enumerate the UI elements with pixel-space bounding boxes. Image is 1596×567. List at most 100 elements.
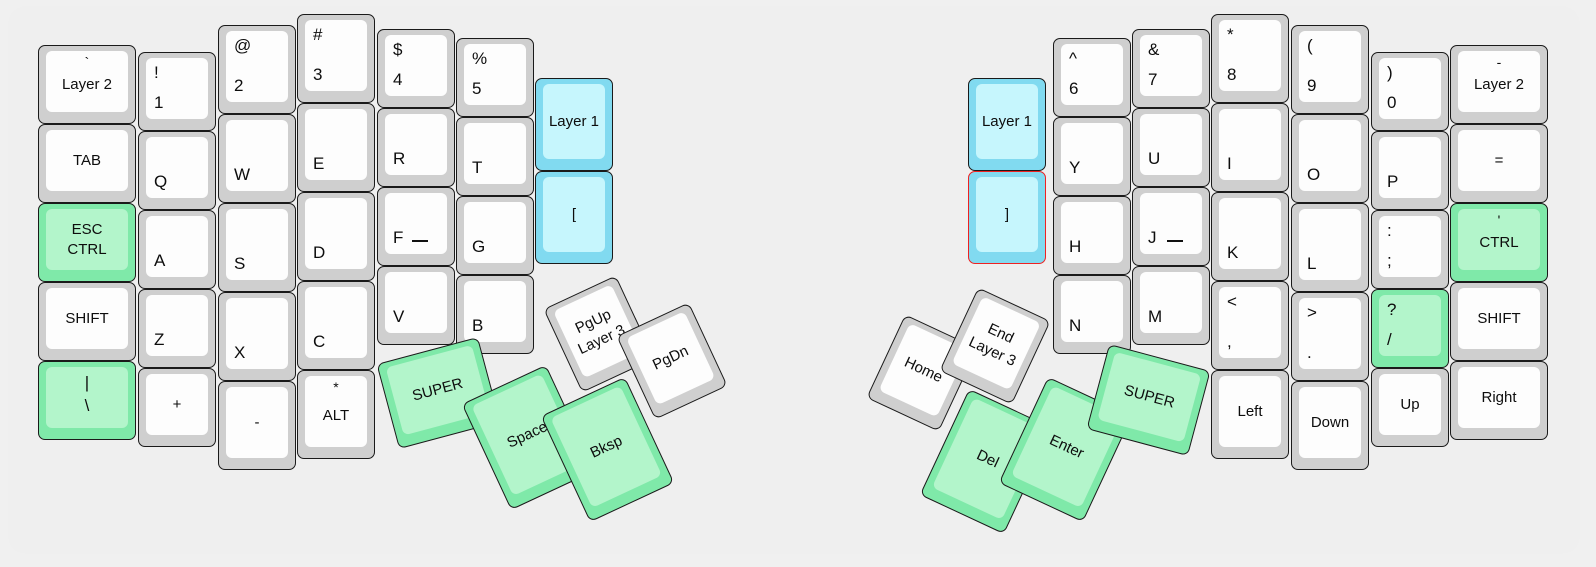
key-r-c6-r2[interactable]: P: [1371, 131, 1449, 210]
key-base-legend: L: [1307, 254, 1317, 274]
key-main-legend: Right: [1481, 388, 1517, 406]
key-base-legend: 9: [1307, 76, 1317, 96]
key-r-c7-r1[interactable]: -Layer 2: [1450, 45, 1548, 124]
key-l-c6-r3[interactable]: G: [456, 196, 534, 275]
keycap: *8: [1219, 20, 1281, 91]
key-r-c5-r3[interactable]: L: [1291, 203, 1369, 292]
key-l-c4-r4[interactable]: C: [297, 281, 375, 370]
key-l-c5-r2[interactable]: R: [377, 108, 455, 187]
keycap: I: [1219, 109, 1281, 180]
key-r-c2-r3[interactable]: H: [1053, 196, 1131, 275]
key-r-c2-r2[interactable]: Y: [1053, 117, 1131, 196]
key-base-legend: A: [154, 251, 166, 271]
key-l-c6-r2[interactable]: T: [456, 117, 534, 196]
key-r-c2-r4[interactable]: N: [1053, 275, 1131, 354]
key-r-c3-r3[interactable]: J: [1132, 187, 1210, 266]
key-l-c3-r2[interactable]: W: [218, 114, 296, 203]
keycap: $4: [385, 35, 447, 96]
key-main-legend: TAB: [72, 151, 102, 169]
key-l-c4-r2[interactable]: E: [297, 103, 375, 192]
key-l-c5-r4[interactable]: V: [377, 266, 455, 345]
key-l-c6-r4[interactable]: B: [456, 275, 534, 354]
key-l-c2-r2[interactable]: Q: [138, 131, 216, 210]
key-r-c3-r4[interactable]: M: [1132, 266, 1210, 345]
key-mark-legend: *: [333, 379, 339, 395]
key-r-c4-r5[interactable]: Left: [1211, 370, 1289, 459]
key-base-legend: 0: [1387, 93, 1397, 113]
key-l-c2-r4[interactable]: Z: [138, 289, 216, 368]
key-r-c5-r1[interactable]: (9: [1291, 25, 1369, 114]
keycap: * ALT: [305, 376, 367, 447]
key-l-c3-r1[interactable]: @2: [218, 25, 296, 114]
keycap: H: [1061, 202, 1123, 263]
key-r-c5-r2[interactable]: O: [1291, 114, 1369, 203]
key-main-legend: SHIFT: [1477, 309, 1521, 327]
key-r-c5-r5[interactable]: Down: [1291, 381, 1369, 470]
key-l-c7-r1[interactable]: Layer 1: [535, 78, 613, 171]
key-r-c3-r2[interactable]: U: [1132, 108, 1210, 187]
key-base-legend: .: [1307, 343, 1312, 363]
key-r-c1-r1[interactable]: Layer 1: [968, 78, 1046, 171]
key-l-c6-r1[interactable]: %5: [456, 38, 534, 117]
key-r-c4-r2[interactable]: I: [1211, 103, 1289, 192]
key-l-c1-r3[interactable]: ESC CTRL: [38, 203, 136, 282]
keycap: L: [1299, 209, 1361, 280]
key-l-c1-r2[interactable]: TAB: [38, 124, 136, 203]
key-l-c4-r1[interactable]: #3: [297, 14, 375, 103]
key-r-c4-r1[interactable]: *8: [1211, 14, 1289, 103]
key-base-legend: ;: [1387, 251, 1392, 271]
key-r-c1-r2[interactable]: ]: [968, 171, 1046, 264]
key-l-c2-r3[interactable]: A: [138, 210, 216, 289]
key-l-c2-r5[interactable]: +: [138, 368, 216, 447]
key-r-c6-r4[interactable]: ?/: [1371, 289, 1449, 368]
keycap: ^6: [1061, 44, 1123, 105]
keycap: K: [1219, 198, 1281, 269]
key-r-c7-r4[interactable]: SHIFT: [1450, 282, 1548, 361]
keycap: W: [226, 120, 288, 191]
key-r-c6-r3[interactable]: :;: [1371, 210, 1449, 289]
key-r-c5-r4[interactable]: >.: [1291, 292, 1369, 381]
key-l-c1-r1[interactable]: `Layer 2: [38, 45, 136, 124]
key-r-c7-r5[interactable]: Right: [1450, 361, 1548, 440]
key-base-legend: W: [234, 165, 251, 185]
key-shift-legend: @: [234, 36, 252, 55]
key-l-c1-r4[interactable]: SHIFT: [38, 282, 136, 361]
keycap: X: [226, 298, 288, 369]
key-r-c6-r5[interactable]: Up: [1371, 368, 1449, 447]
key-r-c7-r3[interactable]: 'CTRL: [1450, 203, 1548, 282]
key-r-c4-r4[interactable]: <,: [1211, 281, 1289, 370]
keycap: B: [464, 281, 526, 342]
key-l-c5-r3[interactable]: F: [377, 187, 455, 266]
keycap: N: [1061, 281, 1123, 342]
key-l-c2-r1[interactable]: !1: [138, 52, 216, 131]
keycap: <,: [1219, 287, 1281, 358]
key-l-c5-r1[interactable]: $4: [377, 29, 455, 108]
keycap: (9: [1299, 31, 1361, 102]
key-l-c1-r5[interactable]: |\: [38, 361, 136, 440]
key-main-legend: ALT: [322, 406, 350, 424]
key-r-c2-r1[interactable]: ^6: [1053, 38, 1131, 117]
key-r-c3-r1[interactable]: &7: [1132, 29, 1210, 108]
keycap: &7: [1140, 35, 1202, 96]
key-l-c7-r2[interactable]: [: [535, 171, 613, 264]
key-main-legend: ]: [1004, 205, 1010, 223]
keycap: !1: [146, 58, 208, 119]
key-l-c4-r3[interactable]: D: [297, 192, 375, 281]
key-shift-legend: &: [1148, 40, 1160, 59]
keycap: |\: [46, 367, 128, 428]
keycap: @2: [226, 31, 288, 102]
keycap: Down: [1299, 387, 1361, 458]
keycap: SUPER: [1097, 351, 1202, 443]
key-base-legend: ,: [1227, 332, 1232, 352]
key-r-c4-r3[interactable]: K: [1211, 192, 1289, 281]
key-l-c3-r5[interactable]: -: [218, 381, 296, 470]
key-main-legend: Layer 1: [548, 112, 600, 130]
key-base-legend: D: [313, 243, 326, 263]
key-r-c7-r2[interactable]: =: [1450, 124, 1548, 203]
keycap: O: [1299, 120, 1361, 191]
key-l-c3-r3[interactable]: S: [218, 203, 296, 292]
key-l-c4-r5[interactable]: * ALT: [297, 370, 375, 459]
key-l-c3-r4[interactable]: X: [218, 292, 296, 381]
key-r-c6-r1[interactable]: )0: [1371, 52, 1449, 131]
